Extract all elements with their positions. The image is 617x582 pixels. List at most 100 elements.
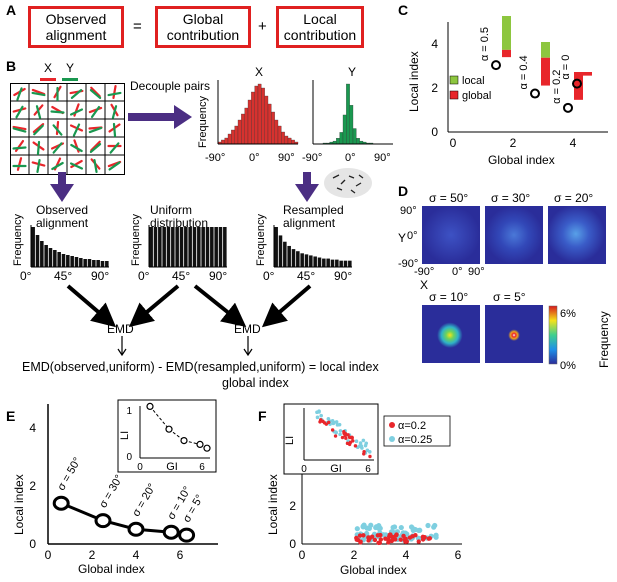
uniform-title: Uniform distribution <box>150 203 209 230</box>
align-hist-bar <box>309 255 313 267</box>
f-inset-point-a02 <box>346 433 350 437</box>
f-inset-point-a02 <box>345 441 350 446</box>
decouple-pairs-text: Decouple pairs <box>130 79 211 93</box>
d-title-5: σ = 5° <box>493 290 526 304</box>
align-hist-bar <box>53 250 57 267</box>
e-inset-point <box>146 402 154 410</box>
panel-d-label: D <box>398 183 409 199</box>
f-point-a02 <box>404 539 409 544</box>
hist-bar <box>339 132 344 145</box>
f-point-a02 <box>410 534 415 539</box>
align-hist-bar <box>335 259 339 267</box>
f-inset-point-a025 <box>338 429 343 433</box>
colorbar-bottom: 0% <box>560 360 576 372</box>
hist-freq-label: Frequency <box>197 96 209 148</box>
f-legend-frame <box>383 415 451 447</box>
align-hist-bar <box>197 227 201 267</box>
f-inset-point-a02 <box>326 420 331 425</box>
align-hist-bar <box>66 255 70 267</box>
d-title-20: σ = 20° <box>554 191 594 205</box>
align-hist-bar <box>87 259 92 267</box>
f-point-a02 <box>398 537 403 542</box>
f-inset-xtick-6: 6 <box>365 464 371 475</box>
pair-y-line <box>35 105 42 119</box>
e-xtick: 2 <box>89 548 96 562</box>
align-hist-bar <box>74 257 79 267</box>
c-xtick: 4 <box>570 136 577 150</box>
f-point-a02 <box>401 533 406 539</box>
f-point-a025 <box>373 524 379 531</box>
pair-x-line <box>14 139 25 153</box>
c-point <box>530 88 540 99</box>
panel-e-label: E <box>6 408 16 424</box>
pair-y-line <box>109 142 120 154</box>
pair-y-line <box>52 124 63 136</box>
hist-x-tick-0: 0° <box>249 152 260 164</box>
align-hist-bar <box>158 227 162 267</box>
x-tag-underline <box>40 78 56 81</box>
c-ytick: 2 <box>431 81 438 95</box>
hist-x-chart <box>217 80 299 145</box>
c-alpha-label: α = 0.2 <box>551 70 563 104</box>
f-legend-swatch-a025 <box>389 436 395 442</box>
c-point <box>572 78 582 89</box>
f-point-a025 <box>425 522 431 529</box>
heatmap-sigma-10 <box>422 305 480 363</box>
hist-bar <box>271 111 275 145</box>
e-point <box>52 495 70 511</box>
align-hist-bar <box>278 235 283 267</box>
e-inset-point <box>203 444 211 452</box>
emd-down-arrows <box>117 336 253 357</box>
pair-y-line <box>12 146 27 150</box>
d-ytick-neg90: -90° <box>398 258 419 270</box>
hist-bar <box>281 131 285 145</box>
align-hist-bar <box>31 227 35 267</box>
pair-y-line <box>12 127 27 133</box>
f-inset-point-a02 <box>362 449 366 454</box>
pair-y-line <box>107 91 122 97</box>
c-legend-global-swatch <box>449 90 459 100</box>
align-hist-bar <box>57 252 61 267</box>
hist-bar <box>274 119 279 145</box>
f-inset-point-a02 <box>340 435 345 440</box>
heatmap-sigma-5 <box>485 305 543 363</box>
f-xtick: 2 <box>351 548 358 562</box>
f-inset-point-a02 <box>344 436 348 440</box>
align-hist-bar <box>175 227 179 267</box>
f-inset-point-a02 <box>349 435 353 440</box>
pair-y-line <box>89 143 102 153</box>
obs-freq-label: Frequency <box>12 214 24 266</box>
align-hist-bar <box>218 227 223 267</box>
c-xtick: 2 <box>510 136 517 150</box>
f-ytick: 0 <box>289 537 296 551</box>
f-point-a02 <box>366 535 371 540</box>
uni-tick-45: 45° <box>172 269 191 283</box>
f-point-a02 <box>378 537 384 542</box>
c-point <box>563 102 573 113</box>
f-inset-point-a025 <box>363 443 368 448</box>
e-ytick: 4 <box>29 421 36 435</box>
c-bar-global <box>502 49 511 58</box>
res-tick-0: 0° <box>263 269 275 283</box>
f-point-a02 <box>386 540 391 545</box>
uniform-hist <box>148 225 227 268</box>
heatmap-sigma-50 <box>422 206 480 264</box>
resampled-hist <box>273 225 352 268</box>
panel-f-ylabel: Local index <box>266 474 280 535</box>
d-title-50: σ = 50° <box>429 191 469 205</box>
align-hist-bar <box>40 241 44 267</box>
align-hist-bar <box>300 253 304 267</box>
hist-x-title: X <box>255 65 264 79</box>
align-hist-bar <box>192 227 197 267</box>
hist-bar <box>261 87 265 145</box>
e-inset-point <box>196 440 204 449</box>
f-point-a025 <box>364 525 370 531</box>
f-point-a02 <box>375 533 381 538</box>
y-tag: Y <box>66 61 75 75</box>
align-hist-bar <box>304 254 309 267</box>
align-hist-bar <box>348 260 352 267</box>
pair-x-line <box>12 125 27 131</box>
hist-bar <box>267 103 272 145</box>
pair-y-line <box>93 158 98 174</box>
f-xtick: 6 <box>455 548 462 562</box>
